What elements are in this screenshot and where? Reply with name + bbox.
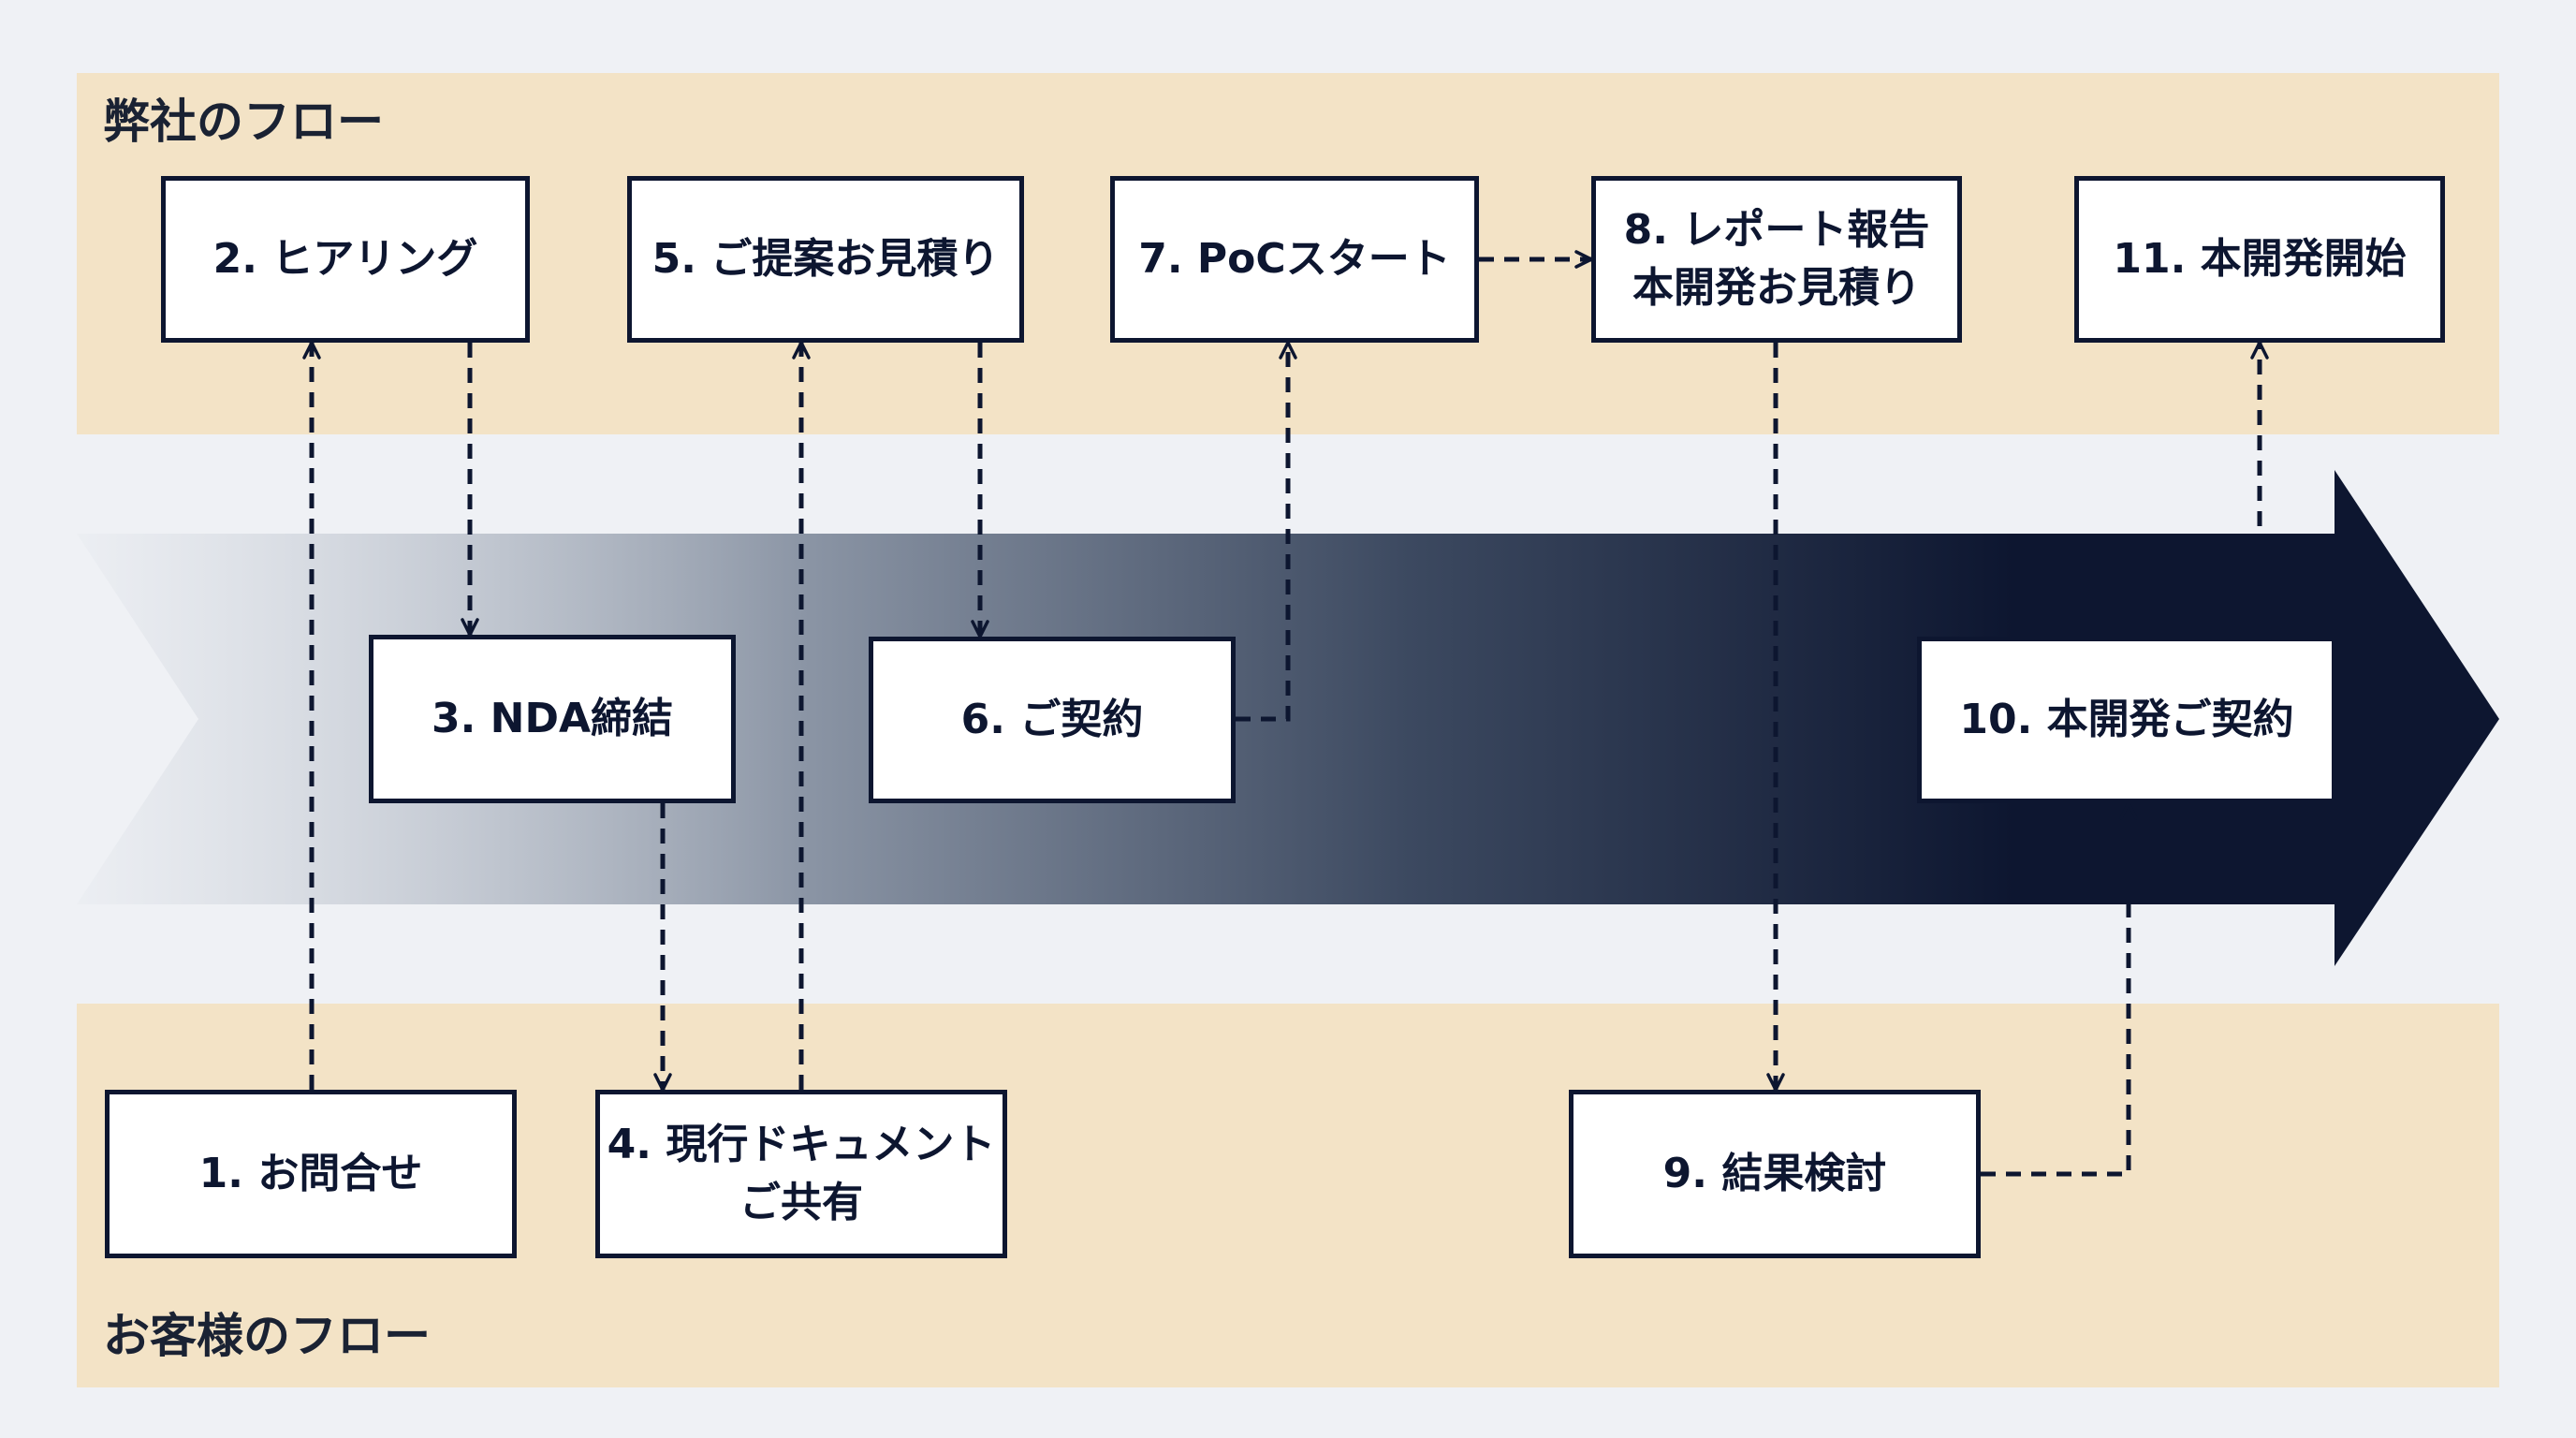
step-10-label: 10. 本開発ご契約 bbox=[1959, 696, 2294, 744]
step-8-report-estimate: 8. レポート報告 本開発お見積り bbox=[1591, 176, 1962, 343]
step-2-hearing: 2. ヒアリング bbox=[161, 176, 530, 343]
connector-layer bbox=[302, 250, 2269, 1177]
step-9-result-review: 9. 結果検討 bbox=[1569, 1090, 1981, 1258]
step-1-label: 1. お問合せ bbox=[198, 1150, 423, 1198]
step-4-label-line-1: 4. 現行ドキュメント bbox=[607, 1121, 996, 1169]
step-3-nda: 3. NDA締結 bbox=[369, 635, 736, 803]
step-5-proposal-estimate: 5. ご提案お見積り bbox=[627, 176, 1024, 343]
step-11-label: 11. 本開発開始 bbox=[2113, 235, 2407, 284]
step-4-label-line-2: ご共有 bbox=[739, 1179, 863, 1226]
step-6-contract: 6. ご契約 bbox=[869, 637, 1236, 803]
step-1-inquiry: 1. お問合せ bbox=[105, 1090, 517, 1258]
step-2-label: 2. ヒアリング bbox=[212, 235, 478, 284]
step-4-document-sharing: 4. 現行ドキュメント ご共有 bbox=[595, 1090, 1007, 1258]
step-8-label-line-2: 本開発お見積り bbox=[1632, 264, 1921, 312]
step-9-label: 9. 結果検討 bbox=[1662, 1150, 1887, 1198]
customer-lane-label: お客様のフロー bbox=[103, 1309, 431, 1363]
step-3-label: 3. NDA締結 bbox=[431, 695, 674, 743]
step-5-label: 5. ご提案お見積り bbox=[651, 235, 1000, 284]
step-7-label: 7. PoCスタート bbox=[1138, 235, 1451, 284]
connector-6-to-7 bbox=[1236, 341, 1297, 722]
step-6-label: 6. ご契約 bbox=[960, 696, 1144, 744]
step-8-label-line-1: 8. レポート報告 bbox=[1623, 206, 1930, 255]
step-7-poc-start: 7. PoCスタート bbox=[1110, 176, 1479, 343]
step-10-main-contract: 10. 本開発ご契約 bbox=[1917, 637, 2336, 803]
step-11-main-development-start: 11. 本開発開始 bbox=[2074, 176, 2445, 343]
company-lane-label: 弊社のフロー bbox=[103, 95, 384, 149]
